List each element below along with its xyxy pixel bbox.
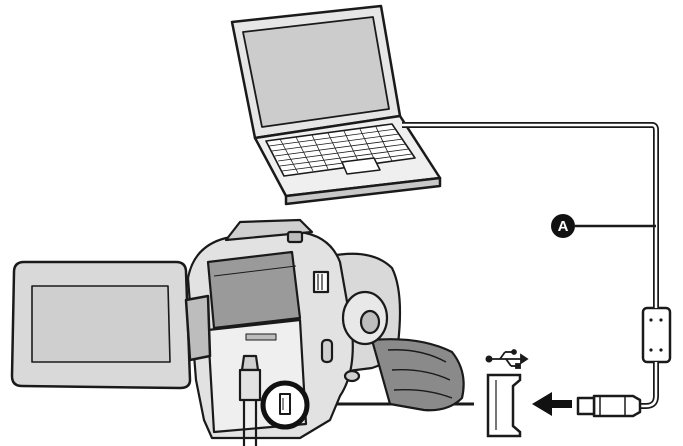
- arrow-left-icon: [532, 392, 572, 416]
- usb-plug-tip: [578, 398, 594, 414]
- camcorder-lcd-icon: [12, 262, 210, 388]
- lcd-screen: [32, 286, 170, 362]
- usb-port-icon: [488, 375, 520, 436]
- camcorder-icon: [188, 220, 464, 446]
- laptop-icon: [232, 6, 440, 204]
- ferrite-core: [643, 308, 670, 362]
- callout-a: A: [551, 214, 656, 238]
- usb-symbol-icon: [486, 350, 527, 368]
- camcorder-strap: [372, 339, 464, 410]
- laptop-screen: [243, 17, 389, 127]
- callout-label: A: [558, 218, 569, 235]
- usb-plug: [594, 396, 640, 416]
